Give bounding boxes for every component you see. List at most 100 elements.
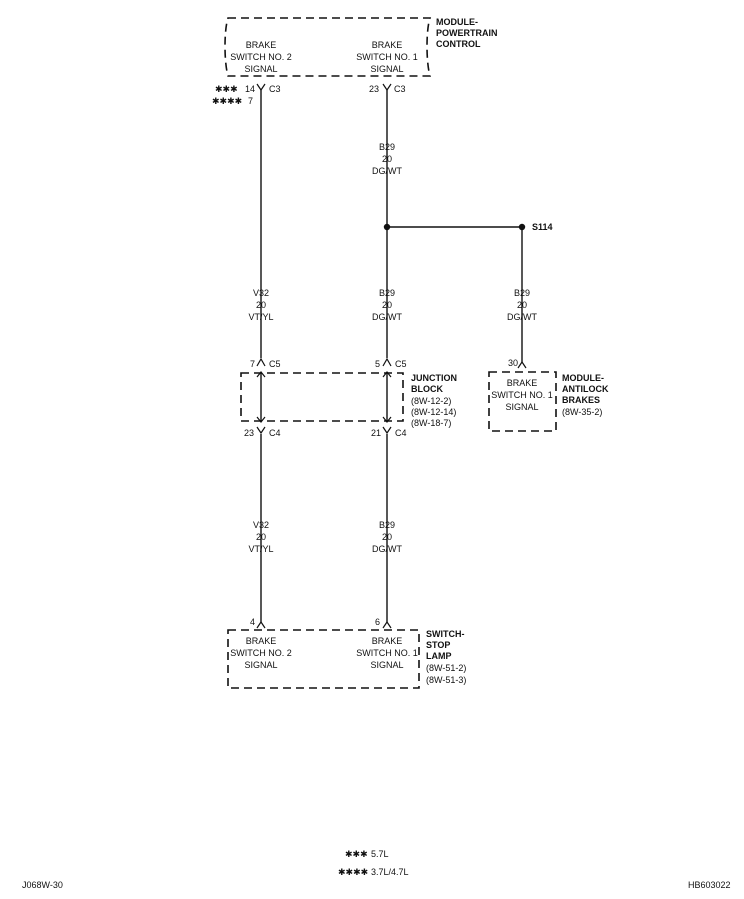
lamp-pin-left-2: SWITCH NO. 2 <box>230 648 292 658</box>
wire-color: DG/WT <box>507 312 537 322</box>
connector-symbol <box>382 83 392 92</box>
wire-color: VT/YL <box>248 544 273 554</box>
pcm-left-connector-name: C3 <box>269 84 281 94</box>
pcm-pin-left-2: SWITCH NO. 2 <box>230 52 292 62</box>
connector-symbol <box>256 83 266 92</box>
wire-circuit: B29 <box>514 288 530 298</box>
connector-name: C4 <box>395 428 407 438</box>
legend-mark: ✱✱✱✱ <box>338 867 368 877</box>
lamp-title-2: STOP <box>426 640 450 650</box>
wire-gauge: 20 <box>382 532 392 542</box>
pcm-right-pin: 23 <box>369 84 379 94</box>
pcm-left-pin: 14 <box>245 84 255 94</box>
connector-pin: 23 <box>244 428 254 438</box>
wire-gauge: 20 <box>517 300 527 310</box>
junction-block: JUNCTION BLOCK (8W-12-2) (8W-12-14) (8W-… <box>240 371 457 428</box>
wire-color: DG/WT <box>372 544 402 554</box>
connector-name: C5 <box>395 359 407 369</box>
lamp-pin-left-3: SIGNAL <box>244 660 277 670</box>
wire-label-b29-mid: B29 20 DG/WT <box>372 288 402 322</box>
abs-pin-3: SIGNAL <box>505 402 538 412</box>
connector-pin: 5 <box>375 359 380 369</box>
connector-symbol <box>382 620 392 629</box>
jb-right-bottom-connector: 21 C4 <box>371 426 407 438</box>
wire-circuit: B29 <box>379 288 395 298</box>
junction-block-ref-1: (8W-12-2) <box>411 396 451 406</box>
variant-mark-4: ✱✱✱✱ <box>212 96 242 106</box>
jb-left-bottom-connector: 23 C4 <box>244 426 281 438</box>
variant-mark-3: ✱✱✱ <box>215 84 238 94</box>
abs-module: 30 BRAKE SWITCH NO. 1 SIGNAL MODULE- ANT… <box>488 358 609 432</box>
abs-pin-2: SWITCH NO. 1 <box>491 390 553 400</box>
wire-gauge: 20 <box>256 532 266 542</box>
lamp-pin-left-1: BRAKE <box>246 636 277 646</box>
wire-circuit: B29 <box>379 520 395 530</box>
wire-color: VT/YL <box>248 312 273 322</box>
pcm-title-2: POWERTRAIN <box>436 28 498 38</box>
lamp-left-pin: 4 <box>250 617 255 627</box>
splice-node <box>518 223 526 231</box>
pcm-box <box>224 17 432 77</box>
jb-right-top-connector: 5 C5 <box>375 357 407 369</box>
pcm-pin-right-2: SWITCH NO. 1 <box>356 52 418 62</box>
arrow-down-icon <box>256 416 266 423</box>
pcm-pin-left-1: BRAKE <box>246 40 277 50</box>
wire-label-v32-low: V32 20 VT/YL <box>248 520 273 554</box>
wires <box>260 90 523 622</box>
splice-s114: S114 <box>383 222 553 232</box>
arrow-down-icon <box>382 416 392 423</box>
legend-mark: ✱✱✱ <box>345 849 368 859</box>
pcm-title-1: MODULE- <box>436 17 478 27</box>
wire-gauge: 20 <box>256 300 266 310</box>
footer-figure-code: HB603022 <box>688 880 731 890</box>
pcm-right-connector-name: C3 <box>394 84 406 94</box>
connector-name: C4 <box>269 428 281 438</box>
arrow-up-icon <box>382 371 392 378</box>
lamp-pin-right-1: BRAKE <box>372 636 403 646</box>
connector-pin: 7 <box>250 359 255 369</box>
pcm-title-3: CONTROL <box>436 39 481 49</box>
abs-title-2: ANTILOCK <box>562 384 609 394</box>
wire-circuit: V32 <box>253 288 269 298</box>
pcm-pin-left-3: SIGNAL <box>244 64 277 74</box>
abs-ref-1: (8W-35-2) <box>562 407 602 417</box>
lamp-title-3: LAMP <box>426 651 452 661</box>
stop-lamp-switch: 4 6 BRAKE SWITCH NO. 2 SIGNAL BRAKE SWIT… <box>227 617 466 689</box>
connector-symbol <box>517 360 527 369</box>
wire-label-b29-abs: B29 20 DG/WT <box>507 288 537 322</box>
splice-label: S114 <box>532 222 553 232</box>
connector-symbol <box>256 426 266 435</box>
lamp-title-1: SWITCH- <box>426 629 465 639</box>
wire-label-b29-low: B29 20 DG/WT <box>372 520 402 554</box>
junction-block-title-1: JUNCTION <box>411 373 457 383</box>
connector-symbol <box>256 357 266 367</box>
pcm-left-connector: ✱✱✱ 14 C3 ✱✱✱✱ 7 <box>212 83 281 106</box>
wire-circuit: B29 <box>379 142 395 152</box>
arrow-up-icon <box>256 371 266 378</box>
legend: ✱✱✱ 5.7L ✱✱✱✱ 3.7L/4.7L <box>338 849 409 877</box>
legend-text: 5.7L <box>371 849 389 859</box>
junction-block-box <box>240 372 404 422</box>
wire-gauge: 20 <box>382 300 392 310</box>
junction-block-title-2: BLOCK <box>411 384 443 394</box>
pcm-pin-right-1: BRAKE <box>372 40 403 50</box>
junction-block-ref-3: (8W-18-7) <box>411 418 451 428</box>
lamp-pin-right-3: SIGNAL <box>370 660 403 670</box>
lamp-ref-2: (8W-51-3) <box>426 675 466 685</box>
lamp-pin-right-2: SWITCH NO. 1 <box>356 648 418 658</box>
stop-lamp-box <box>227 629 420 689</box>
pcm-module: MODULE- POWERTRAIN CONTROL BRAKE SWITCH … <box>224 17 498 77</box>
wire-gauge: 20 <box>382 154 392 164</box>
footer-diagram-id: J068W-30 <box>22 880 63 890</box>
jb-left-top-connector: 7 C5 <box>250 357 281 369</box>
abs-title-3: BRAKES <box>562 395 600 405</box>
legend-text: 3.7L/4.7L <box>371 867 409 877</box>
abs-connector-pin: 30 <box>508 358 518 368</box>
junction-block-ref-2: (8W-12-14) <box>411 407 456 417</box>
abs-title-1: MODULE- <box>562 373 604 383</box>
connector-name: C5 <box>269 359 281 369</box>
wire-color: DG/WT <box>372 166 402 176</box>
wire-circuit: V32 <box>253 520 269 530</box>
connector-pin: 21 <box>371 428 381 438</box>
